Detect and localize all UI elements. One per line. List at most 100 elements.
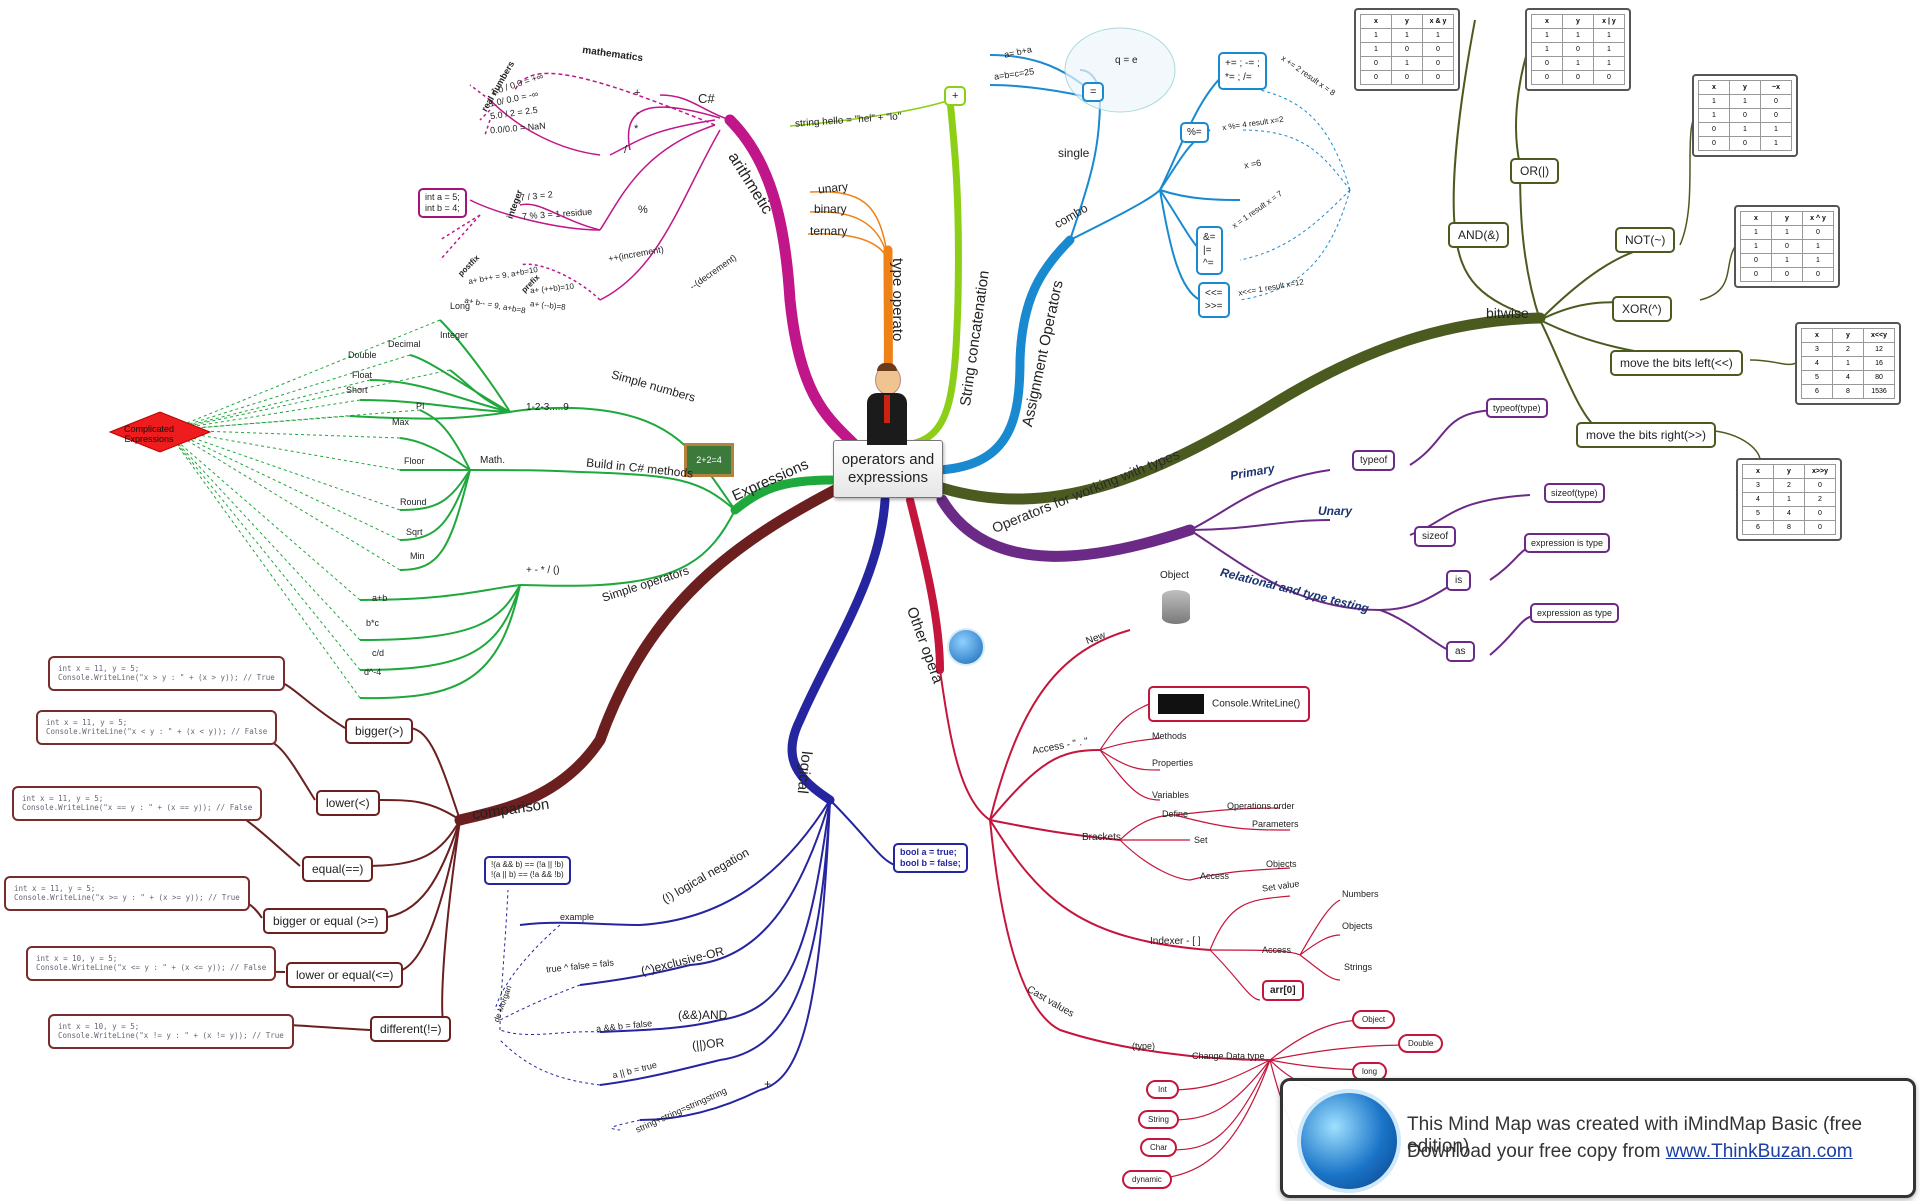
decimal-label: Decimal (388, 339, 421, 349)
not-label: NOT(~) (1625, 233, 1666, 247)
cast-dynamic-node[interactable]: dynamic (1122, 1170, 1172, 1189)
thinkbuzan-link[interactable]: www.ThinkBuzan.com (1665, 1141, 1853, 1162)
op-plus: + (634, 87, 641, 99)
table-cell: 1 (1531, 42, 1563, 57)
parameters-label: Parameters (1252, 819, 1299, 829)
cast-double-node[interactable]: Double (1398, 1034, 1444, 1053)
op-minus: - (636, 107, 640, 119)
table-cell: 1 (1422, 28, 1454, 43)
unary-label: unary (817, 179, 849, 197)
op-mul: * (634, 123, 639, 135)
table-cell: 1 (1760, 136, 1792, 151)
or-label: OR(|) (1520, 164, 1550, 178)
cast-object-node[interactable]: Object (1352, 1010, 1396, 1029)
cast-string-node[interactable]: String (1138, 1110, 1179, 1129)
sizeof-node[interactable]: sizeof (1414, 526, 1457, 547)
brackets-label: Brackets (1082, 832, 1121, 843)
bits-2: |= (1203, 245, 1212, 256)
different-node[interactable]: different(!=) (370, 1016, 452, 1042)
is-expr-node[interactable]: expression is type (1524, 533, 1611, 553)
table-header-cell: y (1391, 14, 1423, 29)
xor-node[interactable]: XOR(^) (1612, 296, 1672, 322)
table-cell: 0 (1802, 225, 1834, 240)
bigger-eq-node[interactable]: bigger or equal (>=) (263, 908, 389, 934)
table-header-cell: x (1740, 211, 1772, 226)
table-header-cell: x (1531, 14, 1563, 29)
bigger-node[interactable]: bigger(>) (345, 718, 414, 744)
and-label: AND(&) (1458, 228, 1500, 242)
table-cell: 0 (1804, 478, 1836, 493)
equal-label: equal(==) (312, 862, 364, 876)
is-node[interactable]: is (1446, 570, 1472, 591)
cast-int-node[interactable]: Int (1146, 1080, 1179, 1099)
and-node[interactable]: AND(&) (1448, 222, 1510, 248)
lower-code-1: int x = 11, y = 5; (46, 718, 128, 727)
table-cell: 1 (1698, 108, 1730, 123)
shift-box: <<=>>= (1198, 282, 1230, 318)
equal-node[interactable]: equal(==) (302, 856, 374, 882)
table-cell: 1 (1771, 253, 1803, 268)
as-expr-node[interactable]: expression as type (1530, 603, 1620, 623)
table-cell: 4 (1773, 506, 1805, 521)
ternary-label: ternary (810, 224, 848, 238)
table-header-cell: y (1773, 464, 1805, 479)
cd-label: c/d (372, 648, 385, 658)
not-node[interactable]: NOT(~) (1615, 227, 1676, 253)
cast-string: String (1148, 1115, 1169, 1124)
max-label: Max (392, 417, 410, 427)
shr-node[interactable]: move the bits right(>>) (1576, 422, 1717, 448)
cast-char-node[interactable]: Char (1140, 1138, 1178, 1157)
bits-1: &= (1203, 232, 1216, 243)
table-cell: 1 (1562, 28, 1594, 43)
table-cell: 1536 (1863, 384, 1895, 399)
int-decl-2: int b = 4; (425, 202, 460, 213)
table-header-cell: x (1742, 464, 1774, 479)
table-cell: 0 (1422, 42, 1454, 57)
bits-3: ^= (1203, 258, 1214, 269)
table-cell: 0 (1740, 267, 1772, 282)
table-cell: 0 (1391, 70, 1423, 85)
assign-eq: = (1090, 86, 1097, 98)
change-type-label: Change Data type (1192, 1051, 1265, 1061)
pi-label: PI (416, 401, 425, 411)
xor-label: XOR(^) (1622, 302, 1662, 316)
cast-dynamic: dynamic (1132, 1175, 1162, 1184)
bits-box: &= |= ^= (1196, 226, 1223, 275)
table-cell: 0 (1802, 267, 1834, 282)
typeof-type-node[interactable]: typeof(type) (1486, 398, 1548, 418)
or-node[interactable]: OR(|) (1510, 158, 1560, 184)
console-node[interactable]: Console.WriteLine() (1148, 686, 1311, 722)
table-cell: 2 (1832, 342, 1864, 357)
sizeof-type-node[interactable]: sizeof(type) (1544, 483, 1605, 503)
different-label: different(!=) (380, 1022, 442, 1036)
table-header-cell: x (1360, 14, 1392, 29)
typeof-node[interactable]: typeof (1352, 450, 1396, 471)
shl-node[interactable]: move the bits left(<<) (1610, 350, 1743, 376)
bigger-code-2: Console.WriteLine("x > y : " + (x > y));… (58, 673, 275, 683)
lower-node[interactable]: lower(<) (316, 790, 380, 816)
op-div: / (624, 144, 628, 156)
long-label: Long (450, 301, 471, 311)
table-cell: 1 (1562, 56, 1594, 71)
as-node[interactable]: as (1446, 641, 1475, 662)
database-icon (1162, 590, 1190, 624)
arr-node[interactable]: arr[0] (1262, 980, 1304, 1001)
table-cell: 0 (1729, 108, 1761, 123)
lower-eq-node[interactable]: lower or equal(<=) (286, 962, 404, 988)
table-cell: 1 (1593, 56, 1625, 71)
shift-2: >>= (1205, 301, 1223, 312)
